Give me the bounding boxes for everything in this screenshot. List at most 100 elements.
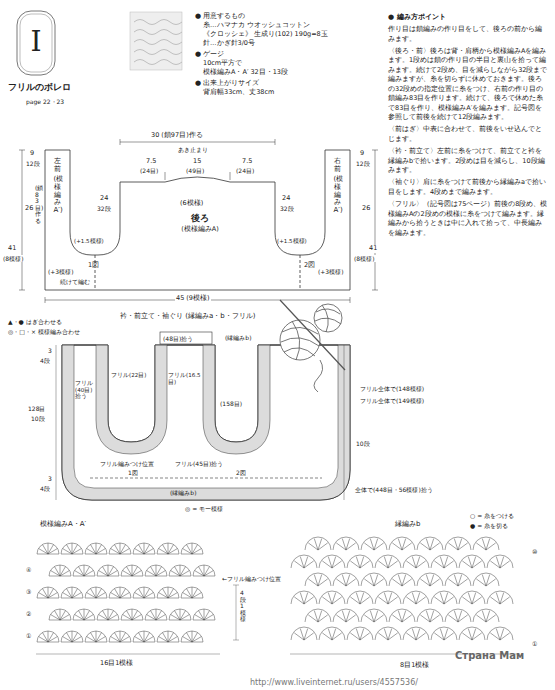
annotation: (縁編みb) xyxy=(225,334,252,341)
annotation: 12段 xyxy=(356,160,370,167)
watermark: http://www.liveinternet.ru/users/4557536… xyxy=(250,678,418,688)
annotation: ● 編み方ポイント xyxy=(388,12,548,22)
annotation: ● 用意するもの xyxy=(195,12,245,20)
annotation: 針…かぎ針3/0号 xyxy=(203,40,255,48)
annotation: ● 出来上がりサイズ xyxy=(195,79,259,87)
annotation: 16目1模様 xyxy=(100,660,133,668)
top-schematic xyxy=(19,139,378,303)
annotation: フリル全体で(148模様) xyxy=(360,385,424,392)
annotation: 2図 xyxy=(304,262,315,270)
piece-label: 後ろ(模様編みA) xyxy=(155,212,245,234)
annotation: 〈袖ぐり〉肩に糸をつけて前後から縁編みaで拾い目をします。4段めまで編みます。 xyxy=(388,178,548,197)
annotation: ⑩ xyxy=(532,548,537,555)
annotation: ←フリル編みつけ位置 xyxy=(222,575,281,582)
annotation: 4段 xyxy=(40,357,50,364)
annotation: 《クロッシェ》 生成り(102) 190g=8玉 xyxy=(203,31,328,39)
annotation: (+1.5模様) xyxy=(277,238,307,245)
annotation: 8目1模様 xyxy=(400,662,429,670)
stitch-note: (模様編みA′) xyxy=(334,176,341,214)
piece-name: I xyxy=(16,10,56,74)
annotation: 〈後ろ・前〉後ろは背・肩柄から模様編みAを編みます。1段めは鎖の作り目の半目と裏… xyxy=(388,47,548,122)
annotation: 作り目は鎖編みの作り目をして、後ろの前から編みます。 xyxy=(388,25,548,44)
annotation: 全体で(448目・56模様)拾う xyxy=(355,486,433,493)
annotation: フリル(16.5目) xyxy=(168,372,202,385)
annotation: 4段 xyxy=(40,485,50,492)
piece-label: 左前 (模様編みA′) xyxy=(50,158,64,218)
annotation: (49目) xyxy=(186,167,204,174)
yarn-balls xyxy=(280,300,345,392)
annotation: あき止まり xyxy=(178,146,208,153)
annotation: 7.5 xyxy=(146,158,156,166)
annotation: フリル(22目) xyxy=(111,372,151,379)
annotation: ① xyxy=(26,632,31,639)
annotation: 続けて編む xyxy=(60,278,90,285)
annotation: 縁編みb xyxy=(395,520,420,528)
annotation: (+1.5模様) xyxy=(74,238,104,245)
annotation: 3 xyxy=(48,347,52,354)
annotation: 2図 xyxy=(236,469,246,476)
annotation: 糸…ハマナカ ウオッシュコットン xyxy=(203,22,310,30)
piece-name: 後ろ xyxy=(155,212,245,225)
annotation: 9 xyxy=(360,150,364,158)
annotation: (8模様) xyxy=(2,255,25,262)
watermark: Страна Мам xyxy=(455,650,524,662)
annotation: 〈前はぎ〉中表に合わせて、前後をいせ込んでとじます。 xyxy=(388,125,548,144)
annotation: 41 xyxy=(8,245,16,253)
annotation: ③ xyxy=(26,588,31,595)
annotation: ● ゲージ xyxy=(195,50,224,58)
annotation: フリル編みつけ位置 xyxy=(100,460,154,467)
annotation: (6模様) xyxy=(180,200,203,208)
annotation: ① xyxy=(532,640,537,647)
stitch-note: (模様編みA′) xyxy=(54,176,61,214)
annotation: ② xyxy=(26,610,31,617)
annotation: 128目 xyxy=(28,405,45,412)
annotation: (8模様) xyxy=(353,255,376,262)
annotation: 3 xyxy=(48,475,52,482)
annotation: 背肩幅33cm、丈38cm xyxy=(203,89,274,97)
annotation: (158目) xyxy=(220,400,242,407)
annotation: 1図 xyxy=(128,469,138,476)
title-badge: I xyxy=(16,10,56,74)
piece-name: 左前 xyxy=(54,158,61,173)
annotation: 30 (鎖97目)作る xyxy=(150,132,204,140)
piece-label: 右前 (模様編みA′) xyxy=(330,158,344,218)
annotation: フリル全体で(149模様) xyxy=(360,397,424,404)
annotation: 32段 xyxy=(280,205,294,212)
annotation: 模様編みA・A′ 32目・13段 xyxy=(203,69,288,77)
piece-name: 右前 xyxy=(334,158,341,173)
annotation: 15 xyxy=(193,158,201,166)
annotation: 10段 xyxy=(31,415,45,422)
annotation: ◎ = モー模様 xyxy=(185,505,223,512)
annotation: (+3模様) xyxy=(48,268,74,275)
annotation: 24 xyxy=(100,195,108,203)
stitch-note: (模様編みA) xyxy=(155,225,245,234)
annotation: (+3模様) xyxy=(318,268,344,275)
annotation: 41 xyxy=(368,245,378,253)
annotation: 模様編みA・A′ xyxy=(40,520,86,528)
photo-thumbnail xyxy=(130,12,182,70)
annotation: フリル(45目)拾う xyxy=(175,460,223,467)
annotation: 9 xyxy=(30,150,34,158)
annotation: 26 xyxy=(362,205,370,213)
annotation: 26 xyxy=(25,205,33,213)
annotation: 10段 xyxy=(356,440,370,447)
annotation: (48目)拾う xyxy=(163,335,193,342)
annotation: ○ = 糸をつける xyxy=(470,512,514,519)
annotation: 4段1模様 xyxy=(240,590,246,623)
annotation: フリル(40目)拾う xyxy=(75,380,96,400)
annotation: ▲・● はぎ合わせる xyxy=(8,318,62,325)
annotation: ● = 糸を切る xyxy=(470,522,508,529)
annotation: (24目) xyxy=(236,167,254,174)
text-column: ● 編み方ポイント作り目は鎖編みの作り目をして、後ろの前から編みます。〈後ろ・前… xyxy=(388,12,548,241)
annotation: 32段 xyxy=(97,205,111,212)
annotation: page 22・23 xyxy=(26,98,64,105)
title: フリルのボレロ xyxy=(8,82,71,93)
annotation: (24目) xyxy=(140,167,158,174)
annotation: 45 (9模様) xyxy=(175,295,211,303)
annotation: 衿・前立て・袖ぐり (縁編みa・b・フリル) xyxy=(120,312,255,320)
annotation: (鎖83目)作る xyxy=(35,185,41,225)
annotation: (縁編みb) xyxy=(170,489,197,496)
annotation: 7.5 xyxy=(242,158,252,166)
annotation: 10cm平方で xyxy=(203,60,242,68)
